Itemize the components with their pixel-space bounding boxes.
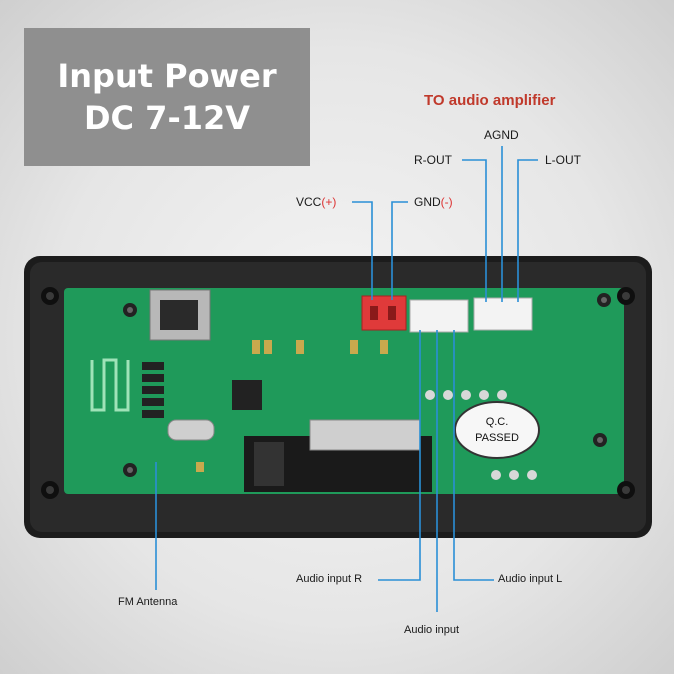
audio-input-connector: [409, 299, 469, 333]
qc-passed-sticker: [454, 401, 540, 459]
input-power-line2: DC 7-12V: [83, 99, 251, 137]
amplifier-output-connector: [473, 297, 533, 331]
fm-antenna-label: FM Antenna: [118, 596, 178, 608]
qc-stamp-line1: Q.C.: [486, 416, 509, 428]
audio-input-r-label: Audio input R: [296, 573, 363, 585]
r-out-callout-line: [462, 159, 487, 302]
antenna-trace: [90, 358, 130, 412]
power-connector: [361, 295, 407, 331]
pin-header: [142, 362, 164, 418]
input-power-box: Input Power DC 7-12V: [24, 28, 310, 166]
vcc-callout-line: [352, 201, 373, 300]
r-out-label: R-OUT: [414, 153, 452, 167]
pcb-screw-holes: [123, 293, 611, 477]
gnd-callout-line: [391, 201, 408, 300]
audio-input-l-label: Audio input L: [498, 573, 563, 585]
decoder-chip: [232, 380, 262, 410]
callout-lines: [155, 146, 538, 612]
frame-screw-holes: [41, 287, 635, 499]
solder-pads: [425, 390, 537, 480]
audio-input-label: Audio input: [404, 624, 460, 636]
vcc-label: VCC(+): [296, 195, 336, 209]
audio-input-r-callout-line: [378, 330, 421, 581]
gnd-label: GND(-): [414, 195, 453, 209]
input-power-line1: Input Power: [57, 57, 277, 95]
amplifier-title: TO audio amplifier: [424, 92, 556, 109]
audio-input-l-callout-line: [453, 330, 494, 581]
crystal: [167, 419, 215, 441]
card-contacts: [309, 419, 421, 451]
vcc-text: VCC: [296, 195, 322, 209]
agnd-label: AGND: [484, 128, 519, 142]
vcc-sign: (+): [321, 195, 337, 209]
l-out-label: L-OUT: [545, 153, 581, 167]
gnd-sign: (-): [440, 195, 453, 209]
l-out-callout-line: [517, 159, 538, 302]
passive-components: [196, 340, 388, 472]
gnd-text: GND: [414, 195, 441, 209]
qc-stamp-line2: PASSED: [475, 432, 519, 444]
